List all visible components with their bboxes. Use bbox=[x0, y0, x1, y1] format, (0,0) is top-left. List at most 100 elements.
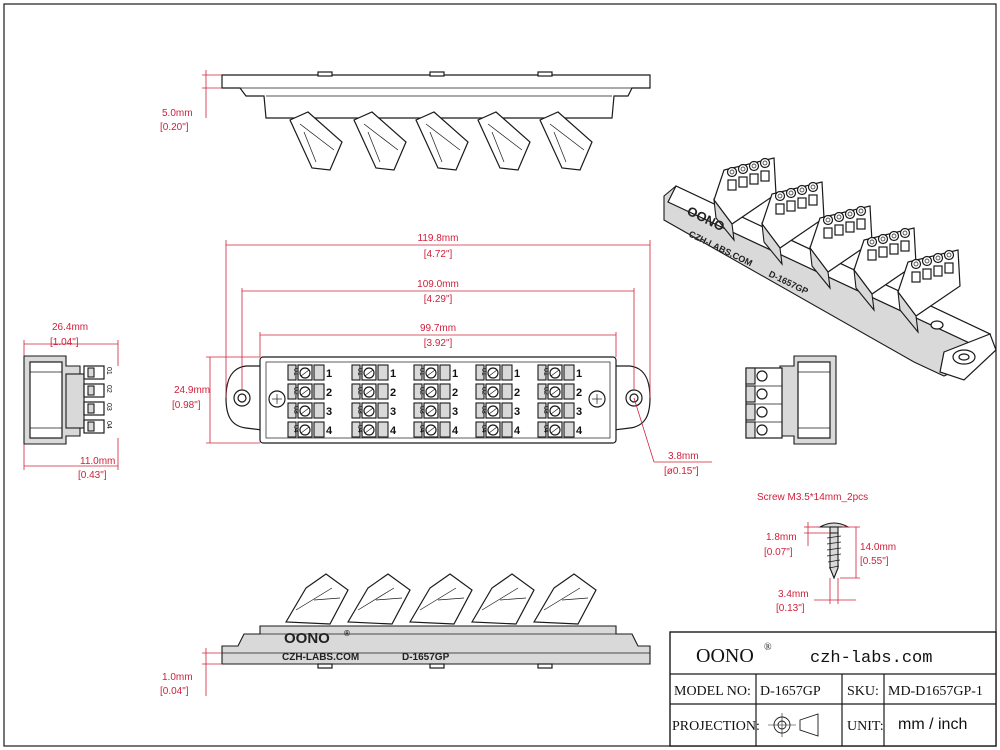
terminal-screw-slot bbox=[550, 407, 560, 415]
terminal-code-cell bbox=[351, 402, 361, 419]
bottom-model-mark: D-1657GP bbox=[402, 652, 450, 663]
bottom-url-mark: CZH-LABS.COM bbox=[282, 652, 359, 663]
bottom-terminal-block bbox=[284, 573, 349, 625]
iso-wire-entry bbox=[823, 227, 833, 239]
top-block-edge bbox=[549, 123, 585, 151]
terminal-code-cell bbox=[475, 421, 485, 438]
terminal-code-cell bbox=[287, 402, 297, 419]
terminal-wire-cell bbox=[377, 383, 389, 400]
terminal-code-cell bbox=[475, 364, 485, 381]
iso-block-face bbox=[809, 246, 831, 290]
terminal-code-cell bbox=[537, 364, 547, 381]
dim-body-width: 24.9mm [0.98"] bbox=[172, 356, 260, 444]
terminal-number-label: 4 bbox=[452, 425, 459, 437]
terminal-code-cell bbox=[413, 364, 423, 381]
top-block-edge bbox=[487, 123, 523, 151]
bottom-block-edge bbox=[375, 597, 403, 601]
iso-block-face bbox=[761, 222, 783, 266]
tb-model-label: MODEL NO: bbox=[674, 684, 751, 699]
tb-registered: ® bbox=[764, 642, 772, 653]
dim-body-width-in: [0.98"] bbox=[172, 400, 201, 411]
iso-wire-entry bbox=[749, 173, 759, 185]
terminal-number-label: 2 bbox=[326, 387, 332, 399]
terminal-wire-cell bbox=[439, 402, 451, 419]
terminal-screw-slot bbox=[488, 426, 498, 434]
side-pin-code: 03 bbox=[105, 403, 112, 411]
iso-screw-inner bbox=[902, 230, 908, 236]
iso-screw-inner bbox=[891, 233, 897, 239]
dim-body-width-mm: 24.9mm bbox=[174, 385, 210, 396]
bottom-terminal-block bbox=[408, 573, 473, 625]
right-pin-screw-icon bbox=[756, 424, 768, 436]
terminal-code-cell bbox=[537, 402, 547, 419]
iso-wire-entry bbox=[889, 243, 899, 255]
terminal-code-label: 03 bbox=[292, 406, 299, 414]
dim-side-height-in: [0.43"] bbox=[78, 470, 107, 481]
iso-screw-inner bbox=[810, 184, 816, 190]
terminal-code-label: 01 bbox=[292, 368, 299, 376]
top-block-edge bbox=[363, 123, 399, 151]
terminal-number-label: 2 bbox=[452, 387, 458, 399]
top-block-edge bbox=[303, 131, 317, 163]
dim-base-height-mm: 1.0mm bbox=[162, 672, 193, 683]
terminal-number-label: 4 bbox=[514, 425, 521, 437]
terminal-code-label: 03 bbox=[480, 406, 487, 414]
terminal-number-label: 1 bbox=[326, 368, 332, 380]
bottom-terminal-block bbox=[346, 573, 411, 625]
right-pin-cell bbox=[745, 367, 756, 385]
tb-unit-label: UNIT: bbox=[847, 719, 884, 734]
iso-screw-icon bbox=[899, 227, 911, 239]
screw-title: Screw M3.5*14mm_2pcs bbox=[757, 492, 868, 503]
terminal-screw-slot bbox=[550, 388, 560, 396]
terminal-screw-slot bbox=[550, 369, 560, 377]
tb-unit-value: mm / inch bbox=[898, 716, 967, 733]
terminal-screw-slot bbox=[364, 426, 374, 434]
iso-screw-icon bbox=[807, 181, 819, 193]
terminal-screw-slot bbox=[426, 407, 436, 415]
dim-body-length-mm: 99.7mm bbox=[420, 323, 456, 334]
terminal-code-label: 01 bbox=[480, 368, 487, 376]
terminal-wire-cell bbox=[501, 383, 513, 400]
screw-head-in: [0.07"] bbox=[764, 547, 793, 558]
terminal-code-cell bbox=[413, 383, 423, 400]
iso-screw-icon bbox=[888, 230, 900, 242]
dim-side-depth: 26.4mm [1.04"] bbox=[23, 322, 119, 366]
sheet-border bbox=[3, 3, 997, 747]
iso-screw-inner bbox=[869, 239, 875, 245]
terminal-code-cell bbox=[537, 383, 547, 400]
top-block-edge bbox=[367, 131, 381, 163]
terminal-number-label: 4 bbox=[326, 425, 333, 437]
terminal-code-label: 02 bbox=[418, 387, 425, 395]
screw-dia-in: [0.13"] bbox=[776, 603, 805, 614]
right-pin-cell bbox=[745, 421, 756, 439]
iso-screw-icon bbox=[822, 214, 834, 226]
dim-side-height-mm: 11.0mm bbox=[80, 456, 115, 467]
bottom-block-edge bbox=[543, 587, 581, 611]
iso-screw-inner bbox=[729, 169, 735, 175]
terminal-code-cell bbox=[287, 364, 297, 381]
bottom-block-edge bbox=[419, 587, 457, 611]
screw-length-in: [0.55"] bbox=[860, 556, 889, 567]
terminal-code-cell bbox=[351, 364, 361, 381]
terminal-number-label: 2 bbox=[576, 387, 582, 399]
iso-screw-inner bbox=[858, 208, 864, 214]
dim-body-length-in: [3.92"] bbox=[424, 338, 453, 349]
iso-screw-inner bbox=[777, 193, 783, 199]
tb-projection-label: PROJECTION: bbox=[672, 719, 760, 734]
terminal-wire-cell bbox=[563, 383, 575, 400]
terminal-wire-cell bbox=[377, 402, 389, 419]
iso-screw-inner bbox=[751, 163, 757, 169]
screw-detail: Screw M3.5*14mm_2pcs 1.8mm [0.07"] 14.0m… bbox=[757, 492, 896, 614]
bottom-block-edge bbox=[561, 597, 589, 601]
iso-screw-icon bbox=[866, 236, 878, 248]
iso-screw-icon bbox=[785, 187, 797, 199]
iso-screw-inner bbox=[880, 236, 886, 242]
iso-screw-icon bbox=[759, 157, 771, 169]
dim-top-height-in: [0.20"] bbox=[160, 122, 189, 133]
bottom-terminal-block bbox=[470, 573, 535, 625]
bottom-brand-mark: OONO bbox=[284, 630, 330, 647]
iso-block-face bbox=[713, 198, 735, 242]
iso-screw-inner bbox=[740, 166, 746, 172]
right-pin-screw-icon bbox=[756, 370, 768, 382]
